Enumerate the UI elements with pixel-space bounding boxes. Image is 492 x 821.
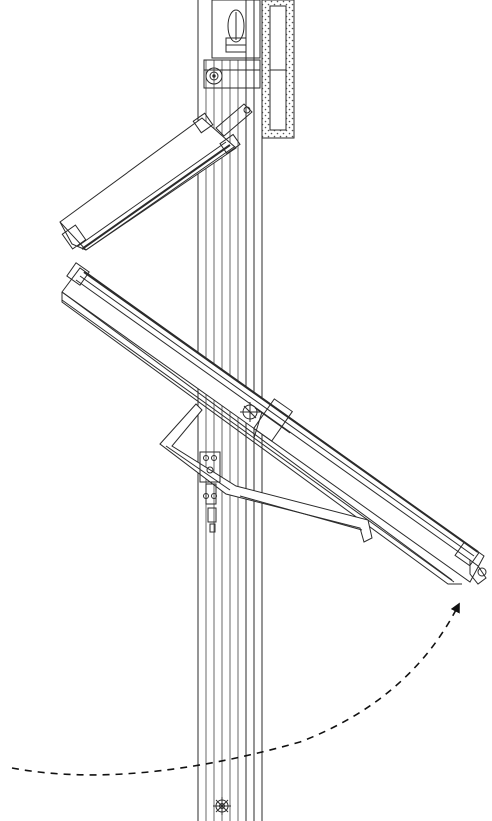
- top-gear-icon: [205, 67, 223, 85]
- bottom-gear-icon: [213, 797, 231, 815]
- rotation-arrow-icon: [11, 602, 460, 776]
- support-bracket: [159, 403, 373, 543]
- top-housing: [203, 0, 295, 139]
- pivot-crosshair-icon: [240, 402, 260, 422]
- main-panel: [61, 262, 487, 585]
- hinge-cluster: [199, 451, 221, 533]
- mast-pin: [215, 103, 253, 137]
- upper-panel: [59, 112, 241, 251]
